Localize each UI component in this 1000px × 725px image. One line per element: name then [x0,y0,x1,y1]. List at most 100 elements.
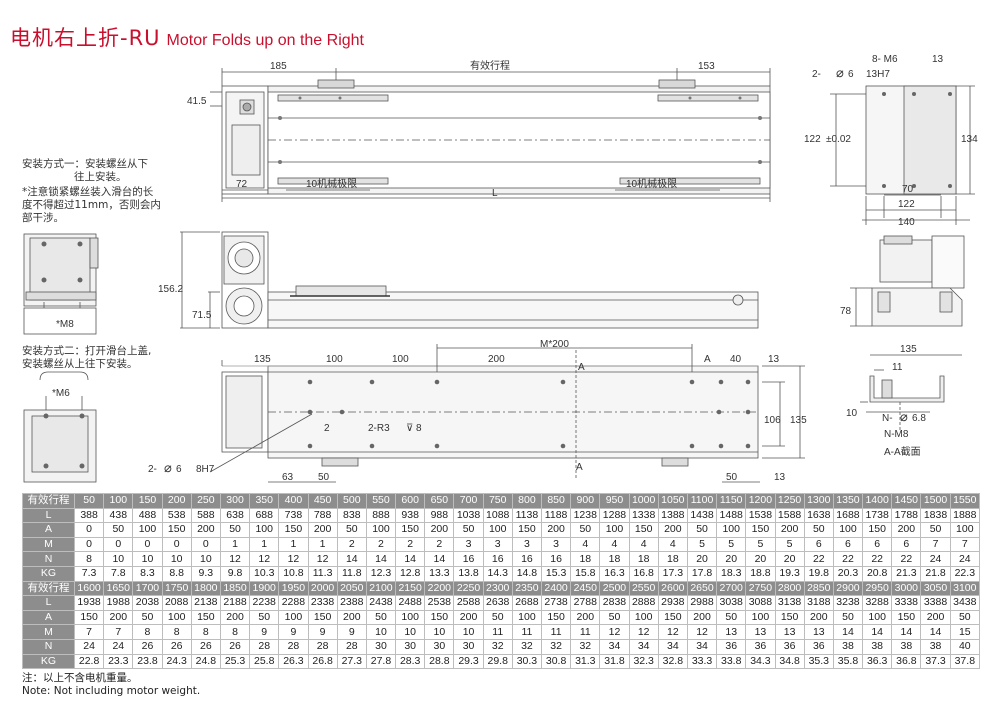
dim-2: 2 [324,423,330,434]
table-cell: 1000 [628,493,659,509]
holes-top: 8- M6 [872,54,898,65]
mount1-line1: 安装方式一：安装螺丝从下 [22,158,148,170]
table-cell: 200 [891,522,922,538]
table-cell: 1900 [249,580,280,597]
table-cell: 3088 [745,595,776,611]
table-cell: 150 [307,609,338,626]
table-cell: 400 [278,493,309,509]
table-cell: 38 [891,638,922,655]
table-cell: 7.8 [103,565,134,582]
table-cell: 2200 [424,580,455,597]
table-cell: 1238 [570,507,601,524]
table-cell: 10 [453,624,484,640]
table-cell: 8.8 [161,565,192,582]
table-cell: 2100 [365,580,397,597]
table-cell: 100 [482,522,513,538]
row-label: L [22,507,75,524]
profile-view [850,235,965,356]
table-cell: 50 [599,609,630,626]
table-cell: 1500 [920,493,951,509]
table-cell: 37.8 [949,653,981,670]
table-cell: 1200 [745,493,776,509]
dia-symbol-2: ⌀ [164,460,172,475]
mount-figure-1 [23,233,99,335]
footer-note-en: Note: Not including motor weight. [22,685,201,697]
table-cell: 250 [190,493,221,509]
mount-figure-2 [23,371,97,483]
table-cell: 50 [832,609,864,626]
dim-50-b: 50 [726,472,738,483]
table-cell: 0 [103,536,134,553]
table-cell: 738 [278,507,309,524]
table-cell: 9 [307,624,338,640]
dim-134: 134 [961,134,978,145]
table-cell: 3188 [803,595,834,611]
table-cell: 500 [336,493,367,509]
dim-13-b: 13 [774,472,786,483]
table-cell: 200 [219,609,251,626]
table-cell: 2688 [511,595,543,611]
table-cell: 2388 [336,595,367,611]
table-cell: 8.3 [132,565,163,582]
table-cell: 2 [365,536,397,553]
table-cell: 200 [336,609,367,626]
table-cell: 12 [307,551,338,567]
table-cell: 29.3 [453,653,484,670]
table-cell: 34 [628,638,659,655]
table-cell: 22 [862,551,893,567]
table-cell: 14 [424,551,455,567]
table-cell: 36 [803,638,834,655]
dim-10: 10 [846,408,858,419]
table-cell: 12 [219,551,251,567]
table-cell: 650 [424,493,455,509]
n-dia-label: N- [882,413,893,424]
table-cell: 2150 [395,580,426,597]
table-cell: 50 [73,493,105,509]
table-cell: 150 [132,493,163,509]
table-cell: 8 [73,551,105,567]
table-cell: 100 [511,609,543,626]
table-cell: 21.3 [891,565,922,582]
table-cell: 1700 [132,580,163,597]
dim-63: 63 [282,472,294,483]
table-cell: 1788 [891,507,922,524]
table-cell: 2588 [453,595,484,611]
table-cell: 4 [628,536,659,553]
dim-106: 106 [764,415,781,426]
table-cell: 16.3 [599,565,630,582]
table-cell: 50 [482,609,513,626]
table-cell: 10 [132,551,163,567]
table-cell: 18 [628,551,659,567]
table-cell: 6 [803,536,834,553]
table-cell: 50 [949,609,981,626]
table-cell: 1450 [891,493,922,509]
table-cell: 488 [132,507,163,524]
table-cell: 3038 [716,595,747,611]
table-cell: 10 [365,624,397,640]
table-cell: 2400 [540,580,572,597]
table-cell: 12 [686,624,718,640]
dim-70: 70 [902,184,914,195]
table-cell: 32.3 [628,653,659,670]
table-cell: 22.8 [73,653,105,670]
table-cell: 600 [395,493,426,509]
table-cell: 50 [336,522,367,538]
table-cell: 50 [132,609,163,626]
table-cell: 7 [949,536,981,553]
table-cell: 28 [336,638,367,655]
dim-78: 78 [840,306,852,317]
table-cell: 26.3 [278,653,309,670]
table-cell: 2700 [716,580,747,597]
table-cell: 2 [424,536,455,553]
table-cell: 13.3 [424,565,455,582]
table-cell: 22 [832,551,864,567]
table-cell: 11.8 [336,565,367,582]
section-A-2: A [704,354,711,365]
table-cell: 388 [73,507,105,524]
section-view [860,369,945,432]
dim-100-b: 100 [392,354,409,365]
table-cell: 0 [190,536,221,553]
